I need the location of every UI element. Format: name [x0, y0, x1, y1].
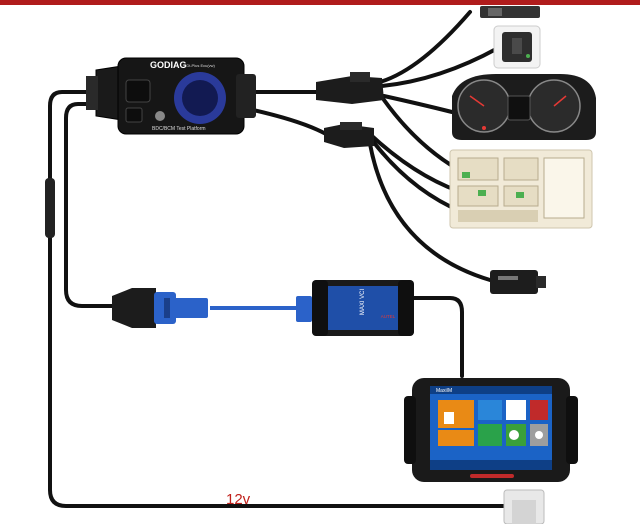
power-label: 12v — [226, 491, 251, 508]
tablet-header: MaxiIM — [436, 388, 452, 394]
cable-adapter-to-obd — [64, 102, 120, 308]
cable-to-module — [368, 142, 492, 282]
cable-vci-to-tablet — [412, 296, 464, 378]
adapter-brand: GODIAG — [150, 60, 187, 70]
cable-adapter-to-splitter2 — [242, 106, 328, 136]
cable-to-key — [380, 46, 500, 88]
tablet-tile-disc[interactable] — [478, 424, 502, 446]
y-splitter-secondary — [324, 122, 374, 148]
key-socket — [493, 25, 541, 69]
adapter-caption: BDC/BCM Test Platform — [152, 126, 206, 132]
cable-to-fusebox3 — [370, 138, 464, 214]
vci-brand: AUTEL — [381, 314, 396, 319]
cable-to-top-harness — [378, 10, 472, 84]
tablet-tile-key[interactable] — [438, 400, 474, 428]
vci-model-text: MAXI VCI — [360, 289, 366, 316]
adapter-subtitle: Gt-Plus Ecu(vw) — [186, 63, 216, 68]
top-harness-connector — [480, 6, 540, 18]
top-red-bar — [0, 0, 640, 5]
cable-to-cluster — [382, 94, 454, 114]
y-splitter-main — [316, 72, 384, 104]
tablet-tile-ecu[interactable] — [530, 400, 548, 420]
cable-12v — [48, 90, 512, 508]
small-module — [490, 270, 546, 294]
obd-connector — [112, 288, 208, 328]
power-supply — [503, 489, 545, 524]
godiag-adapter: GODIAG Gt-Plus Ecu(vw) BDC/BCM Test Plat… — [86, 57, 256, 135]
fuse-box — [449, 149, 593, 229]
tablet-tile-left[interactable] — [438, 430, 474, 446]
autel-vci: MAXI VCI AUTEL — [296, 280, 414, 336]
tablet-tile-hand[interactable] — [506, 400, 526, 420]
autel-tablet[interactable]: MaxiIM — [404, 378, 578, 482]
tablet-tile-car[interactable] — [478, 400, 502, 420]
cables — [48, 10, 512, 508]
cable-joiner — [45, 178, 55, 238]
instrument-cluster — [452, 74, 596, 140]
